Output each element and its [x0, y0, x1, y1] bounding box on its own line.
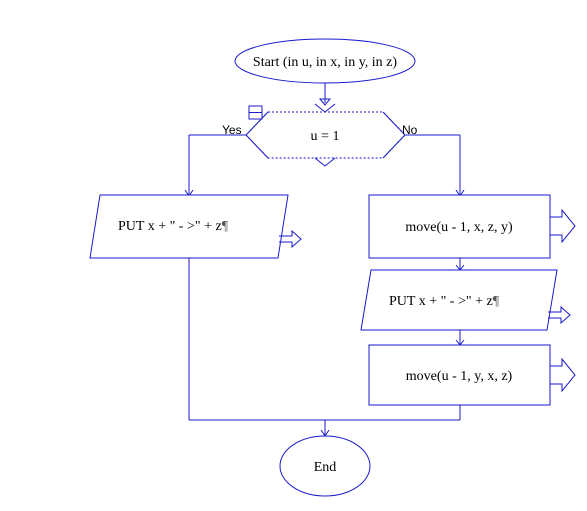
decision-node[interactable]: u = 1 [245, 103, 406, 167]
end-ellipse [279, 435, 371, 497]
no-output-pilcrow: ¶ [493, 294, 500, 309]
collapse-toggle-icon[interactable] [248, 105, 263, 120]
end-label: End [314, 460, 337, 475]
start-label: Start (in u, in x, in y, in z) [253, 55, 397, 70]
call-arrow-icon-2 [550, 357, 576, 393]
decision-top-notch [314, 103, 336, 113]
yes-output-pilcrow: ¶ [222, 219, 229, 234]
no-call-1-node[interactable]: move(u - 1, x, z, y) [368, 194, 551, 259]
no-call-2-text: move(u - 1, y, x, z) [406, 369, 513, 384]
output-arrow-icon [279, 229, 302, 249]
no-call-2-rect [368, 344, 551, 406]
no-output-node[interactable]: PUT x + " - >" + z¶ [360, 269, 558, 331]
no-call-2-node[interactable]: move(u - 1, y, x, z) [368, 344, 551, 406]
yes-output-node[interactable]: PUT x + " - >" + z¶ [89, 194, 289, 259]
yes-label: Yes [222, 123, 242, 137]
decision-right-chevron [382, 111, 406, 159]
yes-output-text: PUT x + " - >" + z¶ [118, 219, 229, 234]
call-arrow-icon [550, 208, 576, 244]
no-call-1-text: move(u - 1, x, z, y) [405, 220, 513, 235]
no-output-text: PUT x + " - >" + z¶ [389, 294, 500, 309]
start-ellipse [234, 38, 416, 84]
no-output-parallelogram [360, 269, 558, 331]
decision-bottom-notch [314, 157, 336, 167]
no-label: No [402, 123, 418, 137]
decision-left-chevron [245, 111, 269, 159]
no-call-1-rect [368, 194, 551, 259]
yes-output-parallelogram [89, 194, 289, 259]
decision-label: u = 1 [311, 129, 340, 144]
start-node[interactable]: Start (in u, in x, in y, in z) [234, 38, 416, 84]
arrowhead-start-decision [318, 98, 332, 106]
output-arrow-icon-2 [548, 305, 571, 325]
end-node[interactable]: End [279, 435, 371, 497]
